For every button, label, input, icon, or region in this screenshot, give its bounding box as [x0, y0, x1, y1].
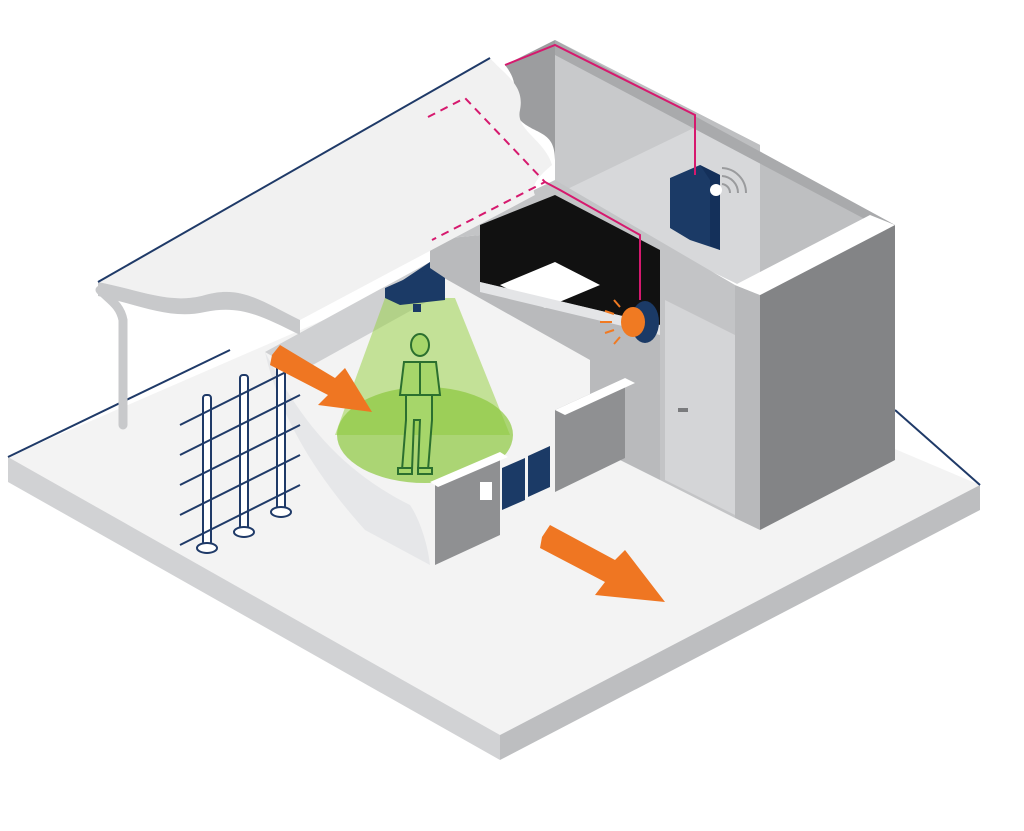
partition-left-top	[430, 452, 508, 487]
wireless-signal-icon	[721, 167, 748, 194]
front-partitions	[265, 352, 635, 565]
warning-light-icon	[600, 299, 659, 345]
direction-arrows	[270, 345, 665, 602]
panel-screen-1	[502, 458, 525, 510]
pillar-top	[735, 215, 895, 295]
controller-box-icon	[670, 165, 722, 250]
direction-arrow-icon	[540, 525, 665, 602]
direction-arrow-icon	[270, 345, 372, 412]
canopy-edge-line	[97, 57, 491, 283]
ceiling-sensor-icon	[385, 262, 445, 312]
partition-label	[480, 482, 492, 500]
floor-edge-right	[894, 409, 981, 486]
canopy-underside	[98, 282, 300, 335]
wiring	[504, 43, 696, 300]
canopy-top	[98, 58, 552, 320]
back-wall-torn-edge	[505, 40, 555, 160]
turnstile-gate-icon	[179, 354, 301, 554]
back-wall-face	[555, 40, 895, 235]
floor-left-side	[8, 457, 500, 760]
pillar-side-face	[760, 225, 895, 530]
gate-posts	[196, 354, 292, 554]
partition-right-top	[555, 378, 635, 415]
passage-curve	[265, 352, 430, 565]
floor-right-side	[500, 485, 980, 760]
wire-to-controller	[504, 43, 696, 175]
back-wall-upper	[505, 40, 895, 295]
canopy-post	[95, 285, 128, 430]
panel-screen-2	[528, 446, 550, 497]
gate-bars	[179, 364, 301, 546]
dashed-wire	[427, 96, 547, 241]
window-frame-bottom	[480, 282, 660, 335]
pillar-front-face	[735, 285, 760, 530]
person-icon	[397, 333, 442, 475]
door-handle	[678, 408, 688, 412]
door	[665, 300, 735, 515]
wire-to-light	[544, 181, 641, 300]
canopy	[95, 57, 552, 430]
